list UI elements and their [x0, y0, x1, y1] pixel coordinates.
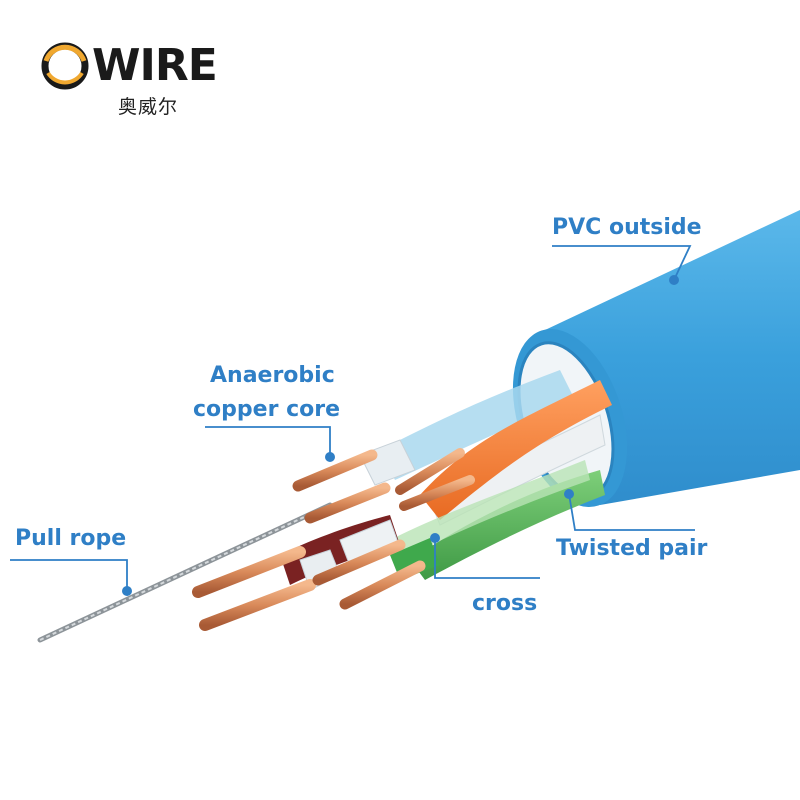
brand-name: WIRE	[92, 40, 218, 91]
brand-subtitle: 奥威尔	[118, 96, 179, 118]
label-cross: cross	[472, 591, 538, 616]
twisted-pair-callout-line	[568, 493, 695, 531]
label-twisted-pair: Twisted pair	[556, 536, 708, 561]
pvc-callout-line	[552, 245, 692, 281]
label-pull-rope: Pull rope	[15, 526, 127, 551]
copper-callout-line	[205, 426, 331, 455]
pull-rope	[37, 502, 333, 643]
copper-cores	[192, 448, 475, 631]
brand-ring-icon	[40, 41, 90, 91]
callout-dots	[122, 275, 679, 596]
callout-lines	[10, 245, 695, 590]
cross-callout-line	[434, 538, 540, 579]
label-pvc-outside: PVC outside	[552, 215, 702, 240]
label-copper-core-line1: Anaerobic	[210, 363, 335, 388]
pull-rope-callout-line	[10, 559, 128, 590]
brand-logo: WIRE 奥威尔	[40, 34, 220, 124]
label-copper-core-line2: copper core	[193, 397, 341, 422]
